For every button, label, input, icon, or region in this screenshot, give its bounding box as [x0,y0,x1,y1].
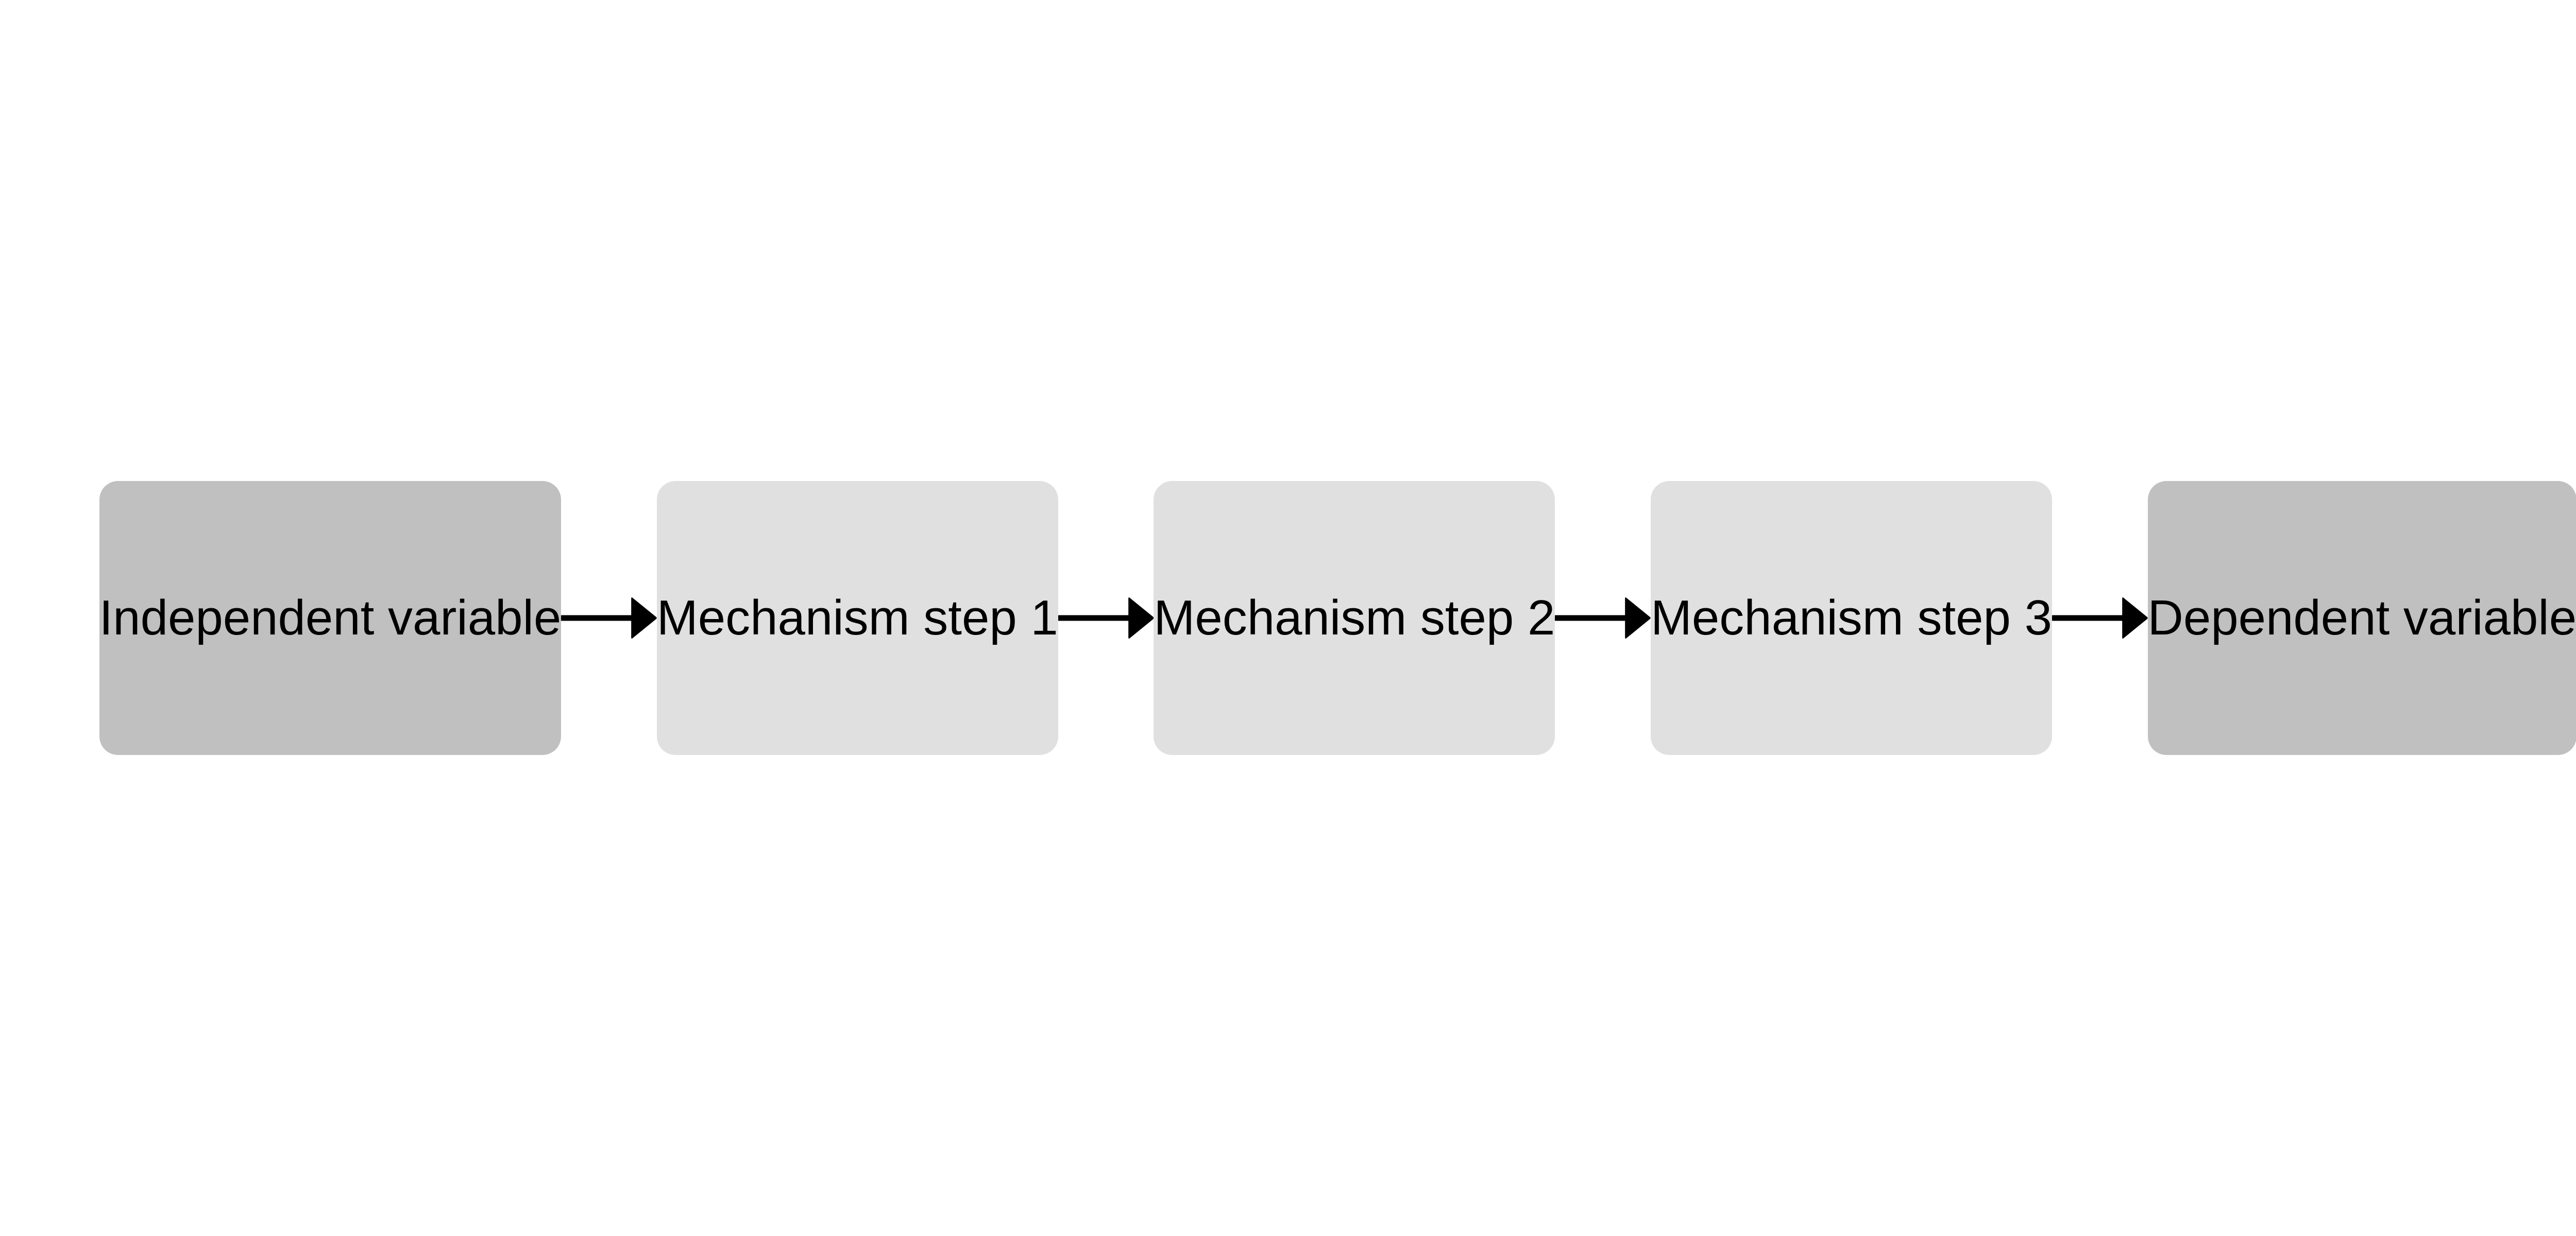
node-mechanism-step-1: Mechanism step 1 [656,481,1058,755]
node-dependent-variable: Dependent variable [2147,481,2576,755]
node-mechanism-step-3: Mechanism step 3 [1650,481,2052,755]
node-label: Independent variable [99,590,562,645]
node-independent-variable: Independent variable [99,481,562,755]
arrow-2 [1058,597,1154,639]
node-label: Dependent variable [2147,590,2576,645]
arrow-4 [2052,597,2148,639]
arrow-1 [561,597,657,639]
node-label: Mechanism step 2 [1154,590,1555,645]
node-mechanism-step-2: Mechanism step 2 [1154,481,1555,755]
flow-diagram: Independent variable Mechanism step 1 Me… [0,481,2576,755]
arrow-3 [1555,597,1651,639]
node-label: Mechanism step 3 [1650,590,2052,645]
node-label: Mechanism step 1 [656,590,1058,645]
